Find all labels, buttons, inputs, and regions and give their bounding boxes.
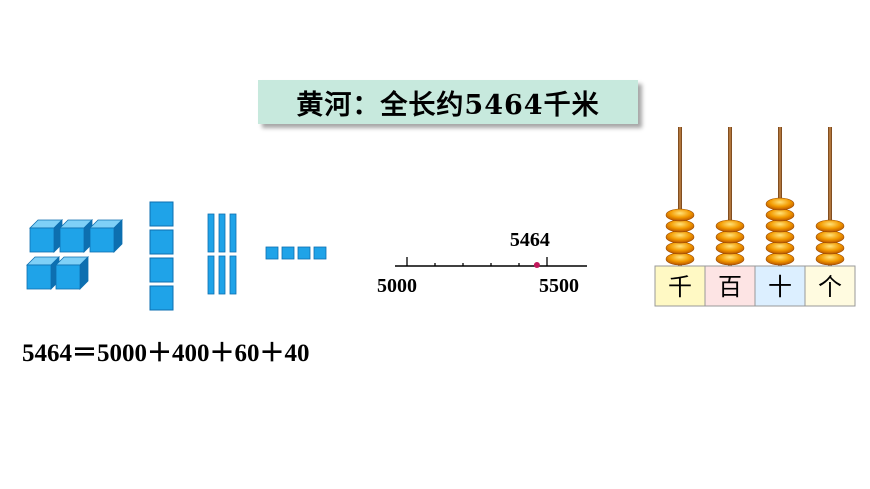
thousand-cubes (26, 219, 123, 290)
abacus-bead (815, 241, 845, 255)
abacus-bead (765, 241, 795, 255)
abacus-rod (728, 127, 732, 266)
abacus-bead (765, 219, 795, 233)
number-line: 5464 5000 5500 (377, 229, 587, 297)
ten-rods (207, 213, 237, 295)
thousand-cube (26, 256, 60, 290)
start-label: 5000 (377, 275, 417, 297)
place-value-label: 百 (718, 273, 742, 301)
end-label: 5500 (539, 275, 579, 297)
abacus-rod-column: 百 (704, 127, 756, 307)
abacus-bead (765, 230, 795, 244)
place-value-cell (754, 265, 806, 307)
unit-cubes (265, 246, 327, 260)
expanded-form-equation: 5464＝5000＋400＋60＋40 (22, 340, 310, 367)
abacus-rod-column: 十 (754, 127, 806, 307)
abacus-rod-column: 千 (654, 127, 706, 307)
place-value-cell (654, 265, 706, 307)
hundred-flats (149, 201, 174, 311)
abacus-bead (765, 208, 795, 222)
abacus-bead (715, 230, 745, 244)
abacus-bead (815, 230, 845, 244)
abacus-bead (715, 252, 745, 266)
ten-rod (229, 255, 237, 295)
hundred-flat (149, 229, 174, 255)
unit-cube (281, 246, 295, 260)
ten-rod (207, 255, 215, 295)
ten-rod (218, 255, 226, 295)
abacus-bead (665, 230, 695, 244)
thousand-cube (59, 219, 93, 253)
abacus-bead (715, 219, 745, 233)
abacus-bead (765, 197, 795, 211)
abacus-bead (765, 252, 795, 266)
number-line-marker (533, 262, 540, 268)
place-value-cell (704, 265, 756, 307)
abacus-rod (828, 127, 832, 266)
hundred-flat (149, 201, 174, 227)
abacus: 千百十个 (654, 127, 856, 307)
marker-label: 5464 (510, 229, 550, 251)
thousand-cube (89, 219, 123, 253)
unit-cube (265, 246, 279, 260)
title-banner: 黄河：全长约5464千米 (258, 80, 638, 124)
title-text: 黄河：全长约5464千米 (296, 89, 600, 121)
place-value-label: 千 (668, 273, 692, 301)
abacus-rod-column: 个 (804, 127, 856, 307)
unit-cube (297, 246, 311, 260)
ten-rod (207, 213, 215, 253)
place-value-cell (804, 265, 856, 307)
abacus-bead (665, 241, 695, 255)
abacus-bead (715, 241, 745, 255)
ten-rod (229, 213, 237, 253)
abacus-rod (778, 127, 782, 266)
abacus-bead (665, 252, 695, 266)
abacus-bead (815, 219, 845, 233)
abacus-bead (665, 219, 695, 233)
hundred-flat (149, 257, 174, 283)
hundred-flat (149, 285, 174, 311)
thousand-cube (29, 219, 63, 253)
abacus-bead (815, 252, 845, 266)
place-value-label: 个 (818, 273, 842, 301)
thousand-cube (55, 256, 89, 290)
place-value-label: 十 (768, 273, 792, 301)
abacus-bead (665, 208, 695, 222)
ten-rod (218, 213, 226, 253)
unit-cube (313, 246, 327, 260)
abacus-rod (678, 127, 682, 266)
